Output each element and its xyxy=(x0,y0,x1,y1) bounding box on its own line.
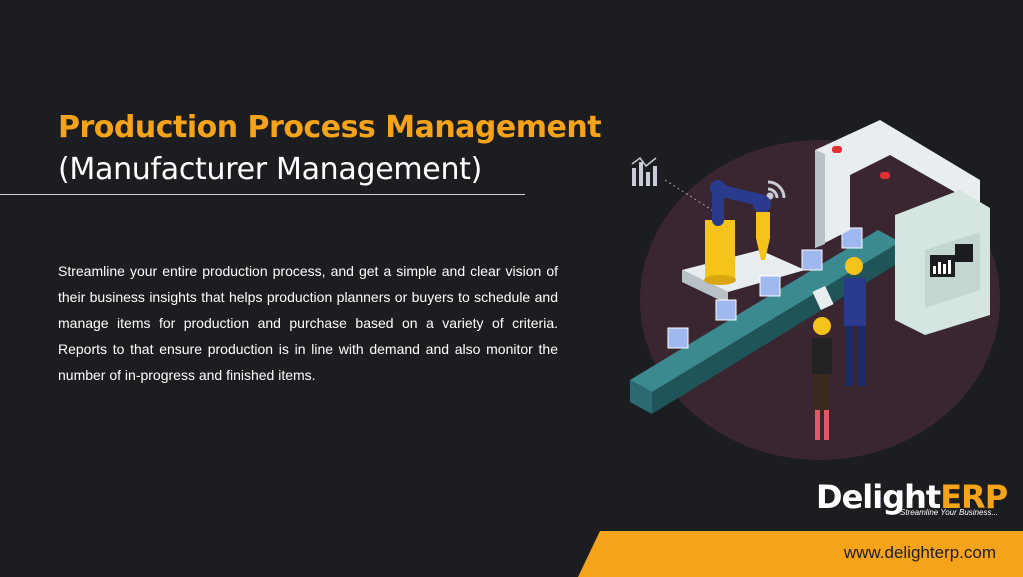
slide-title: Production Process Management xyxy=(58,110,602,145)
chart-icon xyxy=(631,156,657,186)
conveyor-side xyxy=(630,380,652,414)
wifi-icon xyxy=(766,180,786,200)
brand-tagline: Streamline Your Business... xyxy=(900,508,999,517)
worker-icon xyxy=(812,257,866,440)
brand-name-part1: Delight xyxy=(816,478,941,516)
box-icon xyxy=(667,227,863,349)
factory-illustration xyxy=(630,120,1000,460)
description-text: Streamline your entire production proces… xyxy=(58,263,558,383)
inspection-gate xyxy=(815,120,980,248)
conveyor-top xyxy=(630,230,900,392)
control-panel xyxy=(895,190,990,335)
slide-subtitle: (Manufacturer Management) xyxy=(58,152,483,187)
robot-arm-icon xyxy=(704,180,771,285)
footer-band xyxy=(578,531,1023,577)
brand-logo: DelightERP Streamline Your Business... xyxy=(816,478,1008,520)
title-underline xyxy=(0,194,525,195)
website-link[interactable]: www.delighterp.com xyxy=(843,543,996,562)
brand-name-part2: ERP xyxy=(940,478,1008,516)
brand-name: DelightERP xyxy=(816,478,1008,516)
